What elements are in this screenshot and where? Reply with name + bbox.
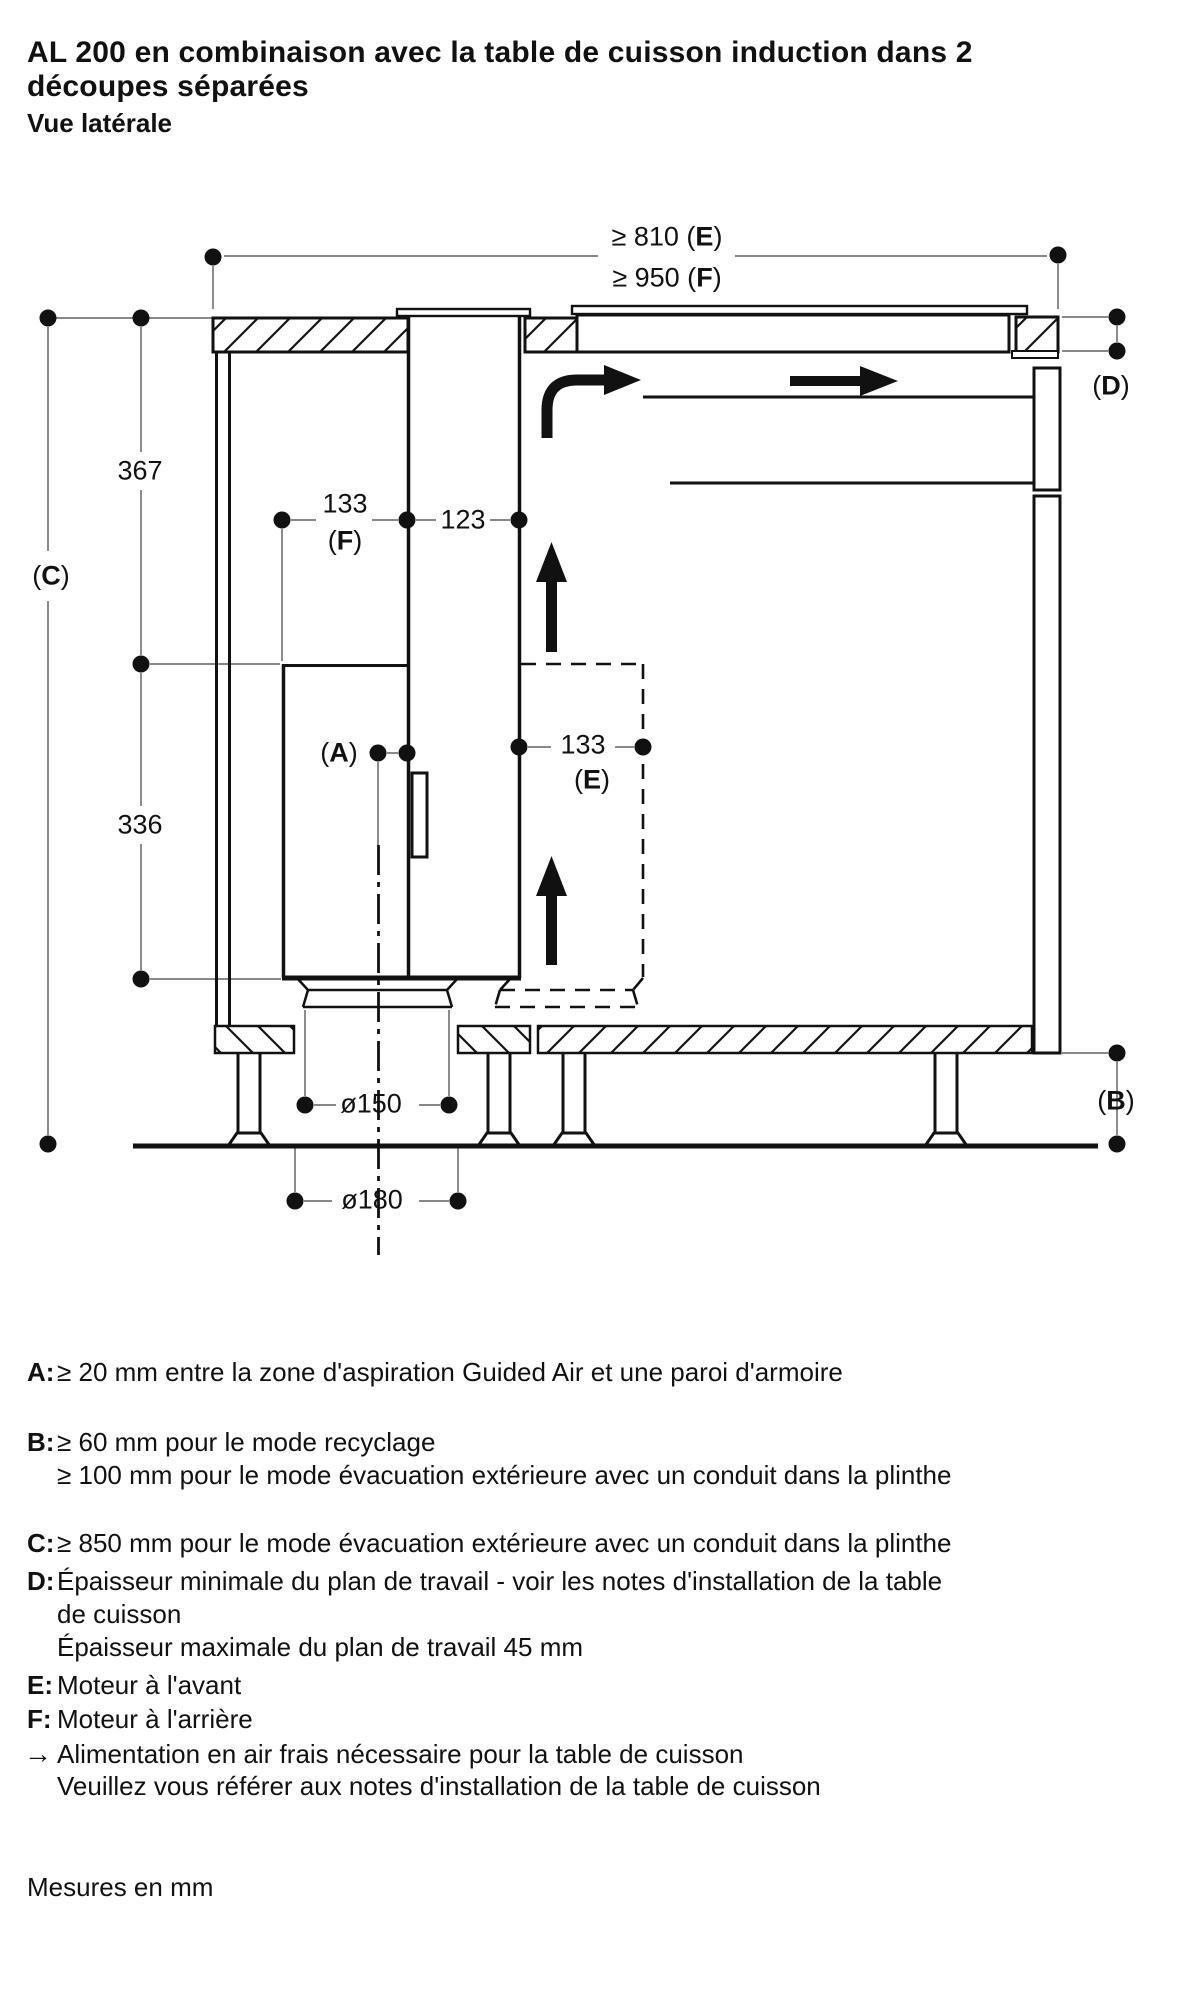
cooktop-edge-lip <box>1011 350 1059 359</box>
legend-row-c: C:≥ 850 mm pour le mode évacuation extér… <box>27 1528 952 1558</box>
dim-dot <box>1108 1044 1126 1062</box>
airflow-up-arrow-2-head <box>536 856 567 896</box>
dim-dot <box>273 511 291 529</box>
airflow-arrows <box>536 365 898 965</box>
legend-row-e: E:Moteur à l'avant <box>27 1670 242 1700</box>
dim-label-133e-letter: (E) <box>573 764 611 795</box>
dim-dot <box>132 655 150 673</box>
airflow-right-arrow-shaft <box>790 376 862 386</box>
airflow-right-arrow-head <box>860 366 898 396</box>
dim-dot <box>634 738 652 756</box>
right-cabinet-wall-lower <box>1032 494 1062 1055</box>
dim-dot <box>510 511 528 529</box>
dim-dot <box>449 1192 467 1210</box>
dim-dot <box>296 1096 314 1114</box>
dim-dot <box>510 738 528 756</box>
airflow-up-arrow-2-shaft <box>546 892 557 965</box>
dim-dot <box>132 309 150 327</box>
units-note: Mesures en mm <box>27 1872 214 1902</box>
dim-dot <box>39 309 57 327</box>
motor-front-option-dashed <box>493 662 645 1009</box>
dim-label-810-e: ≥ 810 (E) <box>611 221 723 252</box>
dim-label-133f-value: 133 <box>322 488 368 519</box>
page-title-line1: AL 200 en combinaison avec la table de c… <box>27 36 973 69</box>
dim-dot <box>369 744 387 762</box>
worktop-right-strip <box>1014 315 1060 354</box>
dim-label-950-f: ≥ 950 (F) <box>612 262 722 293</box>
right-cabinet-wall-upper <box>1032 366 1062 492</box>
airflow-curved-arrow <box>541 374 606 438</box>
dim-dot <box>1108 342 1126 360</box>
air-channel-lines <box>643 395 1034 485</box>
dim-label-dia180: ø180 <box>341 1184 403 1215</box>
dimension-endpoints <box>39 246 1126 1210</box>
dim-line-a <box>377 752 398 845</box>
legend-row-b2: ≥ 100 mm pour le mode évacuation extérie… <box>57 1460 952 1490</box>
dim-label-133f-letter: (F) <box>327 525 363 556</box>
duct-top-cap <box>395 307 532 318</box>
page-title: AL 200 en combinaison avec la table de c… <box>27 36 973 104</box>
duct-walls <box>406 315 522 978</box>
page-subtitle: Vue latérale <box>27 108 173 138</box>
airflow-curved-arrow-head <box>604 365 641 395</box>
diagram-svg <box>39 246 1126 1255</box>
left-cabinet-wall <box>215 352 231 1026</box>
dim-line-133f <box>281 519 398 661</box>
leg-1 <box>225 1053 273 1148</box>
legend-row-d3: Épaisseur maximale du plan de travail 45… <box>57 1632 584 1662</box>
legend-row-arrow: →Alimentation en air frais nécessaire po… <box>24 1738 744 1769</box>
dim-label-b: (B) <box>1097 1085 1135 1116</box>
dim-dot <box>1108 308 1126 326</box>
dim-ext-top <box>212 264 1059 309</box>
leg-4 <box>922 1053 970 1148</box>
legend-row-arrow2: Veuillez vous référer aux notes d'instal… <box>57 1771 821 1801</box>
right-arrow-icon: → <box>24 1738 52 1769</box>
shelf-middle <box>456 1024 532 1055</box>
dim-line-150 <box>304 1010 450 1106</box>
legend-row-b: B:≥ 60 mm pour le mode recyclage <box>27 1427 436 1457</box>
airflow-up-arrow-1-head <box>536 542 567 582</box>
legend-row-a: A:≥ 20 mm entre la zone d'aspiration Gui… <box>27 1357 843 1387</box>
dim-label-367: 367 <box>117 455 163 486</box>
dim-label-133e-value: 133 <box>560 729 606 760</box>
dim-dot <box>1049 246 1067 264</box>
cooktop-glass <box>570 304 1029 316</box>
legend-row-d: D:Épaisseur minimale du plan de travail … <box>27 1566 943 1596</box>
worktop-left-hatch <box>211 316 410 354</box>
dim-line-b <box>1062 1052 1118 1135</box>
leg-3 <box>550 1053 598 1148</box>
page-title-line2: découpes séparées <box>27 70 309 103</box>
cabinet-legs <box>225 1053 970 1148</box>
base-shelf <box>213 1024 1034 1055</box>
dim-label-dia150: ø150 <box>340 1088 402 1119</box>
dim-dot <box>398 511 416 529</box>
dim-dot <box>132 970 150 988</box>
shelf-right <box>536 1024 1034 1055</box>
dim-label-336: 336 <box>117 809 163 840</box>
worktop-middle-strip <box>523 316 579 354</box>
legend-row-f: F:Moteur à l'arrière <box>27 1704 253 1734</box>
dim-label-a: (A) <box>320 737 358 768</box>
shelf-left <box>213 1024 296 1055</box>
legend-row-d2: de cuisson <box>57 1599 182 1629</box>
dim-dot <box>286 1192 304 1210</box>
dim-line-180 <box>294 1148 459 1202</box>
cooktop-body <box>575 313 1011 354</box>
dim-dot <box>1108 1135 1126 1153</box>
dim-dot <box>398 744 416 762</box>
dim-label-d: (D) <box>1092 370 1130 401</box>
leg-2 <box>475 1053 523 1148</box>
hood-filter-grille <box>410 771 429 859</box>
dim-label-123: 123 <box>440 504 486 535</box>
airflow-up-arrow-1-shaft <box>546 578 557 652</box>
dim-dot <box>204 248 222 266</box>
dim-dot <box>39 1135 57 1153</box>
dim-dot <box>440 1096 458 1114</box>
dim-line-d <box>1062 316 1118 352</box>
suction-inlet <box>296 977 459 1009</box>
dashed-suction-inlet <box>493 977 644 1009</box>
dim-label-c: (C) <box>32 560 70 591</box>
worktop <box>211 315 1060 354</box>
